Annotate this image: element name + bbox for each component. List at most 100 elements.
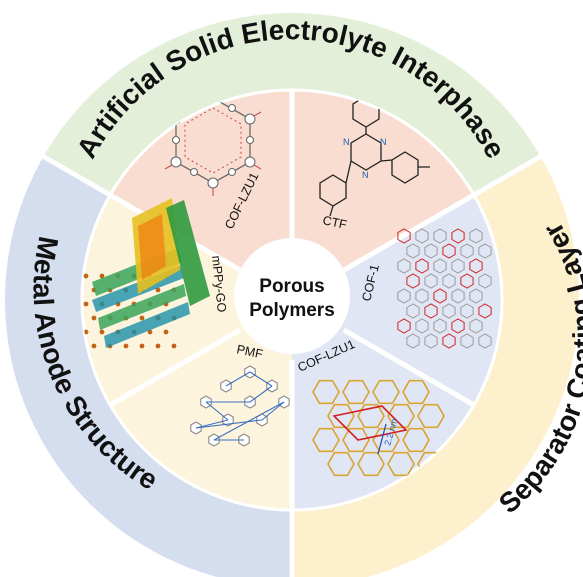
cof-1-hexagon bbox=[469, 228, 483, 244]
cof-lzu1-pore bbox=[387, 451, 415, 477]
center-title-line2: Polymers bbox=[249, 300, 335, 321]
pmf-bond bbox=[205, 401, 229, 421]
mppy-particle bbox=[139, 315, 145, 321]
mppy-particle bbox=[91, 343, 97, 349]
cof-1-hexagon bbox=[451, 288, 465, 304]
cof-1-hexagon bbox=[469, 288, 483, 304]
cof-lzu1-pore bbox=[342, 379, 370, 405]
triazine-n-label-3: N bbox=[362, 170, 369, 180]
cof-1-hexagon bbox=[397, 288, 411, 304]
cof-lzu1-pore bbox=[387, 403, 415, 429]
pmf-network-structure bbox=[190, 365, 290, 447]
cof-lzu1-pore bbox=[342, 427, 370, 453]
cof-lzu1-pore bbox=[402, 379, 430, 405]
mppy-particle bbox=[163, 329, 169, 335]
triazine-n-label-2: N bbox=[343, 137, 350, 147]
cof-1-hexagon bbox=[460, 333, 474, 349]
mppy-particle bbox=[99, 329, 105, 335]
wedge-ctf bbox=[292, 90, 474, 300]
cof-1-hexagon bbox=[397, 318, 411, 334]
wedge-cof-1 bbox=[292, 195, 502, 405]
cof-1-hexagon bbox=[415, 288, 429, 304]
mppy-particle bbox=[155, 287, 161, 293]
cof-lzu1-framework-structure bbox=[312, 379, 445, 477]
cof-1-hexagon bbox=[406, 273, 420, 289]
wedge-cof-lzu1-bottom bbox=[292, 300, 474, 510]
cof-1-lattice-structure bbox=[397, 228, 492, 349]
pmf-bond bbox=[261, 401, 285, 421]
cof-1-hexagon bbox=[433, 288, 447, 304]
mppy-go-layered-structure bbox=[83, 198, 210, 349]
cof-1-hexagon bbox=[406, 333, 420, 349]
cof-lzu1-pore bbox=[372, 427, 400, 453]
cof-1-hexagon bbox=[397, 258, 411, 274]
ring-divider-line bbox=[39, 152, 116, 200]
cof-lzu1-pore bbox=[402, 427, 430, 453]
outer-ring bbox=[5, 12, 579, 577]
mppy-particle bbox=[147, 329, 153, 335]
cof-1-hexagon bbox=[442, 243, 456, 259]
cof-lzu1-pore bbox=[372, 379, 400, 405]
cof-1-hexagon bbox=[415, 228, 429, 244]
pmf-bond bbox=[195, 419, 229, 429]
cof-lzu1-pore bbox=[327, 451, 355, 477]
cof-1-hexagon bbox=[424, 303, 438, 319]
mppy-particle bbox=[139, 343, 145, 349]
ring-sector-anode bbox=[5, 156, 292, 577]
segment-label-pmf: PMF bbox=[235, 342, 264, 361]
cof-1-hexagon bbox=[478, 303, 492, 319]
mppy-particle bbox=[155, 343, 161, 349]
cof-1-hexagon bbox=[406, 243, 420, 259]
cof-lzu1-pore bbox=[312, 427, 340, 453]
cof-1-hexagon bbox=[424, 333, 438, 349]
cof-1-hexagon bbox=[451, 228, 465, 244]
mppy-particle bbox=[123, 343, 129, 349]
cof-1-hexagon bbox=[424, 243, 438, 259]
cof-1-hexagon bbox=[442, 333, 456, 349]
cof-1-hexagon bbox=[433, 258, 447, 274]
cof-1-hexagon bbox=[460, 303, 474, 319]
cof-lzu1-pore bbox=[357, 403, 385, 429]
cof-1-hexagon bbox=[415, 258, 429, 274]
cof-1-hexagon bbox=[469, 258, 483, 274]
center-circle bbox=[234, 238, 350, 354]
center-title-line1: Porous bbox=[259, 276, 324, 297]
mppy-particle bbox=[83, 329, 89, 335]
cof-lzu1-pore bbox=[327, 403, 355, 429]
unit-cell-outline bbox=[332, 405, 408, 441]
cof-1-hexagon bbox=[478, 243, 492, 259]
cof-1-hexagon bbox=[451, 258, 465, 274]
triazine-n-label-1: N bbox=[380, 137, 387, 147]
cof-1-hexagon bbox=[442, 303, 456, 319]
cof-1-hexagon bbox=[406, 303, 420, 319]
mppy-particle bbox=[83, 273, 89, 279]
cof-1-hexagon bbox=[469, 318, 483, 334]
wedge-divider-line bbox=[342, 327, 476, 408]
segment-label-mppy-go: mPPy-GO bbox=[209, 255, 229, 313]
ring-sector-separator bbox=[292, 156, 579, 577]
cof-1-hexagon bbox=[424, 273, 438, 289]
cof-lzu1-pore bbox=[357, 451, 385, 477]
cof-lzu1-pore bbox=[417, 403, 445, 429]
ring-sector-asei bbox=[43, 12, 541, 196]
wedge-cof-lzu1-top bbox=[110, 90, 292, 300]
pore-size-arrow bbox=[377, 423, 387, 455]
cof-1-hexagon bbox=[415, 318, 429, 334]
cof-1-hexagon bbox=[433, 228, 447, 244]
cof-1-hexagon bbox=[478, 333, 492, 349]
cof-1-hexagon bbox=[460, 273, 474, 289]
cof-1-hexagon bbox=[460, 243, 474, 259]
ring-divider-line bbox=[468, 152, 545, 200]
mppy-particle bbox=[171, 343, 177, 349]
pmf-bond bbox=[195, 419, 263, 429]
inner-rim bbox=[80, 88, 504, 512]
mppy-particle bbox=[99, 273, 105, 279]
cof-1-hexagon bbox=[442, 273, 456, 289]
cof-1-hexagon bbox=[451, 318, 465, 334]
cof-1-hexagon bbox=[478, 273, 492, 289]
cof-1-hexagon bbox=[397, 228, 411, 244]
cof-lzu1-pore bbox=[312, 379, 340, 405]
pmf-bond bbox=[213, 401, 285, 441]
pmf-bond bbox=[225, 371, 251, 387]
